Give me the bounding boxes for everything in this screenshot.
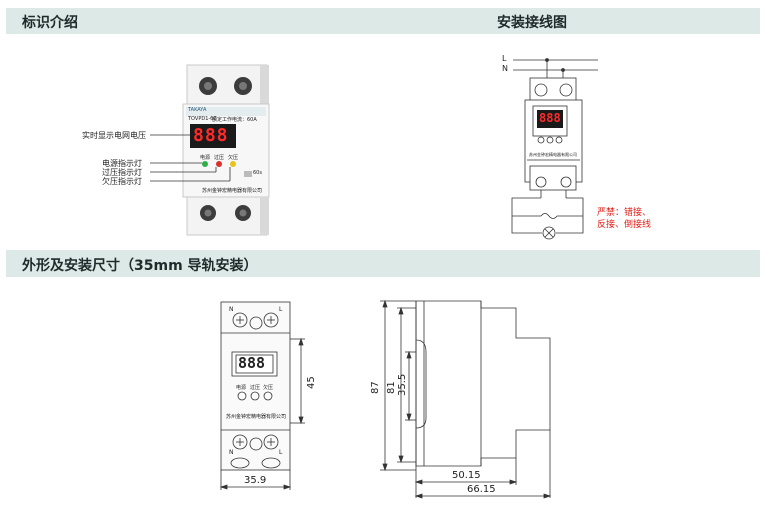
undervoltage-led-icon bbox=[230, 161, 236, 167]
front-indicator-3: 欠压 bbox=[263, 385, 274, 391]
callout-voltage-display: 实时显示电网电压 bbox=[82, 131, 146, 140]
front-indicator-1: 电源 bbox=[236, 385, 247, 391]
dim-side-total-height: 87 bbox=[370, 381, 381, 394]
front-terminal-L: L bbox=[279, 306, 283, 313]
dim-side-body-height: 81 bbox=[386, 381, 397, 394]
device-toggle-label: 60s bbox=[253, 170, 262, 176]
front-indicator-2: 过压 bbox=[250, 385, 261, 391]
front-manufacturer: 苏州金钟宏精电器有限公司 bbox=[226, 414, 287, 420]
overvoltage-led-icon bbox=[216, 161, 222, 167]
device-photo bbox=[150, 64, 270, 236]
device-model: TOVPD1-60 bbox=[188, 116, 217, 122]
device-brand: TAKAYA bbox=[188, 107, 207, 113]
callout-overvoltage-led: 过压指示灯 bbox=[102, 168, 142, 177]
front-terminal-N-bottom: N bbox=[229, 449, 234, 456]
dim-side-rail: 35.5 bbox=[397, 373, 408, 396]
line-label-N: N bbox=[502, 64, 508, 73]
warning-text-2: 反接、倒接线 bbox=[597, 220, 652, 230]
power-led-icon bbox=[202, 161, 208, 167]
dim-side-depth-inner: 50.15 bbox=[452, 470, 481, 481]
indicator-label-power: 电源 bbox=[200, 155, 211, 161]
section-title-dimensions: 外形及安装尺寸（35mm 导轨安装） bbox=[22, 258, 258, 274]
callout-undervoltage-led: 欠压指示灯 bbox=[102, 177, 142, 186]
device-manufacturer: 苏州金钟宏精电器有限公司 bbox=[202, 188, 263, 194]
dimensions-band bbox=[6, 250, 760, 277]
wiring-manufacturer: 苏州金钟宏精电器有限公司 bbox=[529, 152, 577, 157]
device-display-readout: 888 bbox=[193, 125, 229, 146]
section-title-wiring: 安装接线图 bbox=[497, 15, 567, 31]
wiring-diagram bbox=[511, 58, 598, 240]
indicator-label-over: 过压 bbox=[214, 155, 225, 161]
dim-front-height: 45 bbox=[306, 376, 317, 389]
callout-power-led: 电源指示灯 bbox=[102, 159, 142, 168]
indicator-label-under: 欠压 bbox=[228, 155, 239, 161]
front-terminal-N: N bbox=[229, 306, 234, 313]
dim-side-depth-total: 66.15 bbox=[467, 484, 496, 495]
front-view-drawing bbox=[219, 301, 305, 490]
front-terminal-L-bottom: L bbox=[279, 449, 283, 456]
warning-text-1: 严禁：错接、 bbox=[597, 208, 652, 218]
side-view-drawing bbox=[380, 299, 552, 499]
dim-front-width: 35.9 bbox=[244, 475, 267, 486]
front-display-readout: 888 bbox=[238, 354, 266, 372]
header-band bbox=[6, 8, 760, 34]
line-label-L: L bbox=[502, 54, 507, 63]
section-title-identification: 标识介绍 bbox=[22, 15, 78, 31]
wiring-display-readout: 888 bbox=[539, 111, 561, 125]
device-rated: 额定工作电流：60A bbox=[212, 117, 257, 123]
